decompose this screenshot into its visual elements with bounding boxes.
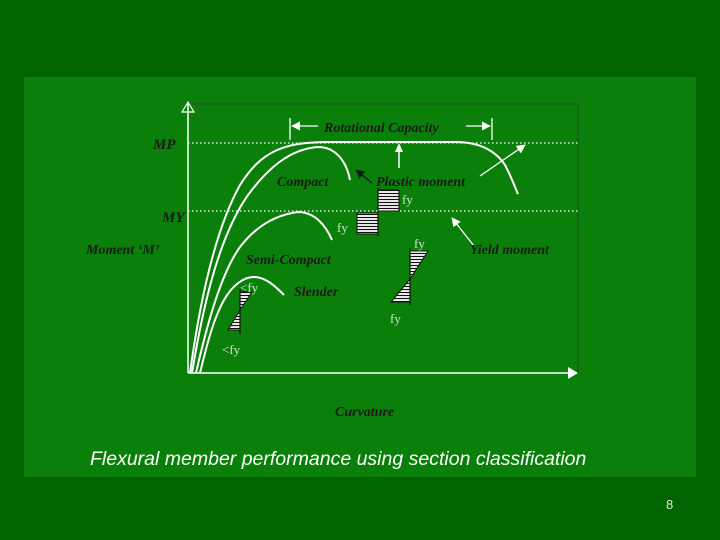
semi-compact-curve <box>195 210 333 374</box>
y-axis-arrow-icon <box>180 100 196 113</box>
page-number: 8 <box>666 497 674 512</box>
mp-marker-icon <box>395 143 403 152</box>
lt-fy-slender-label: <fy <box>222 342 241 357</box>
my-label: MY <box>161 210 186 226</box>
fy-lower-label: fy <box>390 311 401 326</box>
rotational-capacity-label: Rotational Capacity <box>323 121 440 136</box>
yield-stress-block <box>409 250 429 281</box>
plastic-stress-block-bottom <box>356 212 379 235</box>
yield-moment-label: Yield moment <box>470 243 550 258</box>
diagram-panel <box>24 77 696 477</box>
fy-upper-label: fy <box>337 220 348 235</box>
caption: Flexural member performance using sectio… <box>90 448 587 470</box>
yield-moment-pointer <box>451 217 475 247</box>
semi-compact-label: Semi-Compact <box>246 253 332 268</box>
plastic-moment-label: Plastic moment <box>376 175 466 190</box>
x-axis-label: Curvature <box>335 405 394 420</box>
slender-label: Slender <box>294 285 339 300</box>
fy-plastic-label: fy <box>402 192 413 207</box>
plastic-moment-pointer <box>479 144 526 177</box>
mp-label: MP <box>152 137 176 153</box>
y-axis-label: Moment ‘M’ <box>85 243 160 258</box>
yield-stress-block-lower <box>389 277 411 303</box>
fy-yield-label: fy <box>414 236 425 251</box>
plastic-stress-block-top <box>377 189 400 212</box>
x-axis-arrow-icon <box>568 367 578 379</box>
lt-fy-semi-label: <fy <box>240 280 259 295</box>
compact-label: Compact <box>277 175 329 190</box>
compact-curve <box>191 145 351 374</box>
plastic-curve <box>189 141 519 374</box>
slender-curve <box>199 275 285 374</box>
compact-pointer <box>355 169 373 184</box>
slender-stress-block-lower <box>227 308 241 331</box>
